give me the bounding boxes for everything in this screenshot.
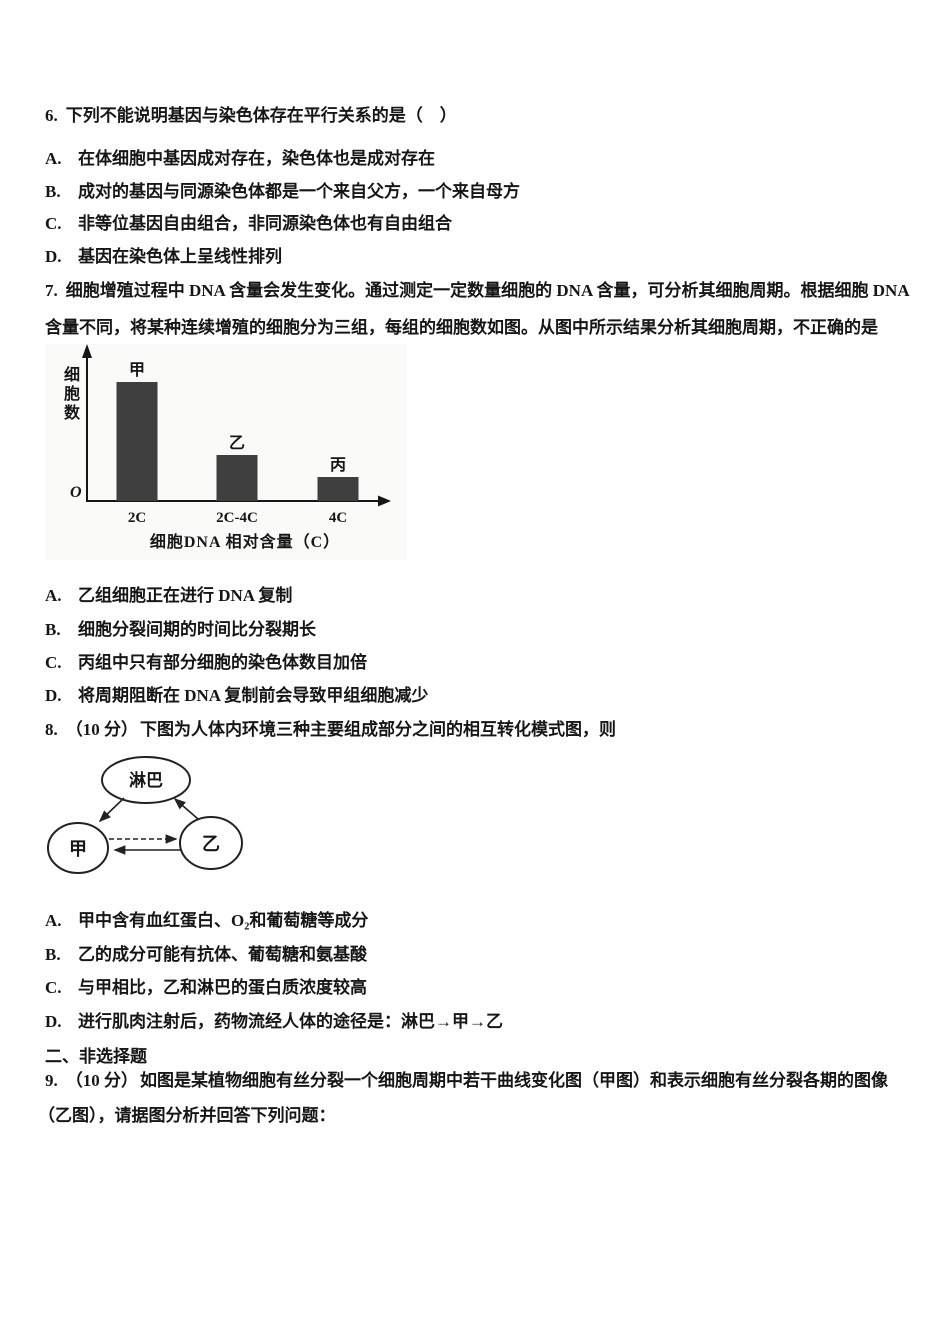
y-axis-arrow-icon bbox=[82, 344, 92, 358]
q7-option-b-label: B. bbox=[45, 620, 61, 639]
q8-option-b-label: B. bbox=[45, 945, 61, 964]
q7-dna-bar-chart: 甲 2C 乙 2C-4C 丙 4C 细胞数 O 细胞DNA 相对含量（C） bbox=[45, 344, 407, 560]
x-tick-label-2: 4C bbox=[329, 510, 347, 526]
bar-label-2: 丙 bbox=[330, 456, 346, 474]
question-9-score: （10 分） bbox=[65, 1071, 138, 1090]
q8-option-c-text: 与甲相比，乙和淋巴的蛋白质浓度较高 bbox=[78, 978, 367, 997]
bar-label-1: 乙 bbox=[229, 435, 245, 452]
q7-option-d-label: D. bbox=[45, 686, 62, 705]
q8-option-a-label: A. bbox=[45, 911, 62, 930]
question-8-score: （10 分） bbox=[65, 720, 138, 739]
q7-option-b: B. 细胞分裂间期的时间比分裂期长 bbox=[45, 615, 316, 640]
q7-option-a-text: 乙组细胞正在进行 DNA 复制 bbox=[78, 586, 293, 605]
q7-option-d: D. 将周期阻断在 DNA 复制前会导致甲组细胞减少 bbox=[45, 681, 428, 706]
chart-canvas: 甲 2C 乙 2C-4C 丙 4C bbox=[82, 344, 391, 526]
q6-option-c-text: 非等位基因自由组合，非同源染色体也有自由组合 bbox=[78, 214, 452, 233]
q8-option-b-text: 乙的成分可能有抗体、葡萄糖和氨基酸 bbox=[78, 945, 367, 964]
q8-option-c: C. 与甲相比，乙和淋巴的蛋白质浓度较高 bbox=[45, 973, 367, 998]
edge-yi-to-lymph-arrow bbox=[173, 797, 199, 820]
bar-label-0: 甲 bbox=[129, 361, 145, 379]
chart-x-axis-caption: 细胞DNA 相对含量（C） bbox=[149, 534, 341, 551]
question-7-stem-line1: 7. 细胞增殖过程中 DNA 含量会发生变化。通过测定一定数量细胞的 DNA 含量… bbox=[45, 276, 910, 301]
bar-1 bbox=[216, 455, 258, 501]
question-9-number: 9. bbox=[45, 1071, 58, 1090]
q6-option-c: C. 非等位基因自由组合，非同源染色体也有自由组合 bbox=[45, 209, 452, 234]
q7-option-c: C. 丙组中只有部分细胞的染色体数目加倍 bbox=[45, 648, 367, 673]
node-lymph-ellipse bbox=[101, 756, 191, 804]
q7-option-d-text: 将周期阻断在 DNA 复制前会导致甲组细胞减少 bbox=[78, 686, 429, 705]
bar-2 bbox=[317, 477, 359, 501]
node-jia-ellipse bbox=[47, 822, 109, 874]
q8-option-a-text: 甲中含有血红蛋白、O₂和葡萄糖等成分 bbox=[78, 911, 369, 930]
q8-option-b: B. 乙的成分可能有抗体、葡萄糖和氨基酸 bbox=[45, 940, 367, 965]
chart-origin-label: O bbox=[70, 484, 82, 501]
question-7-number: 7. bbox=[45, 281, 58, 300]
section-2-title: 二、非选择题 bbox=[45, 1047, 147, 1066]
question-6-stem: 6. 下列不能说明基因与染色体存在平行关系的是（ ） bbox=[45, 101, 457, 126]
q8-option-d: D. 进行肌肉注射后，药物流经人体的途径是：淋巴→甲→乙 bbox=[45, 1007, 503, 1032]
q7-option-a: A. 乙组细胞正在进行 DNA 复制 bbox=[45, 581, 292, 606]
x-axis-arrow-icon bbox=[378, 495, 391, 507]
q7-option-c-label: C. bbox=[45, 653, 62, 672]
x-tick-label-0: 2C bbox=[128, 510, 146, 526]
q7-option-a-label: A. bbox=[45, 586, 62, 605]
question-7-text-line2: 含量不同，将某种连续增殖的细胞分为三组，每组的细胞数如图。从图中所示结果分析其细… bbox=[45, 318, 878, 337]
node-yi-label: 乙 bbox=[202, 834, 220, 854]
question-9-text-line1: 如图是某植物细胞有丝分裂一个细胞周期中若干曲线变化图（甲图）和表示细胞有丝分裂各… bbox=[140, 1071, 888, 1090]
diagram-canvas: 淋巴 甲 乙 bbox=[47, 756, 243, 874]
question-7-stem-line2: 含量不同，将某种连续增殖的细胞分为三组，每组的细胞数如图。从图中所示结果分析其细… bbox=[45, 313, 878, 338]
q7-option-b-text: 细胞分裂间期的时间比分裂期长 bbox=[78, 620, 316, 639]
q6-option-a-text: 在体细胞中基因成对存在，染色体也是成对存在 bbox=[78, 149, 435, 168]
question-8-text: 下图为人体内环境三种主要组成部分之间的相互转化模式图，则 bbox=[140, 720, 616, 739]
q6-option-d-text: 基因在染色体上呈线性排列 bbox=[78, 247, 282, 266]
question-9-text-line2: （乙图），请据图分析并回答下列问题： bbox=[38, 1106, 336, 1125]
x-tick-label-1: 2C-4C bbox=[216, 510, 258, 526]
q6-option-c-label: C. bbox=[45, 214, 62, 233]
question-6-text: 下列不能说明基因与染色体存在平行关系的是（ ） bbox=[65, 106, 457, 125]
question-9-stem-line1: 9. （10 分）如图是某植物细胞有丝分裂一个细胞周期中若干曲线变化图（甲图）和表… bbox=[45, 1066, 888, 1091]
node-yi-ellipse bbox=[179, 816, 243, 870]
q8-option-c-label: C. bbox=[45, 978, 62, 997]
q6-option-b-label: B. bbox=[45, 182, 61, 201]
q6-option-a: A. 在体细胞中基因成对存在，染色体也是成对存在 bbox=[45, 144, 435, 169]
q6-option-d-label: D. bbox=[45, 247, 62, 266]
node-lymph-label: 淋巴 bbox=[129, 770, 163, 790]
edge-lymph-to-jia-arrow bbox=[98, 797, 125, 823]
q8-option-d-label: D. bbox=[45, 1012, 62, 1031]
question-9-stem-line2: （乙图），请据图分析并回答下列问题： bbox=[38, 1101, 336, 1126]
q8-option-a: A. 甲中含有血红蛋白、O₂和葡萄糖等成分 bbox=[45, 906, 368, 931]
question-6-number: 6. bbox=[45, 106, 58, 125]
node-jia-label: 甲 bbox=[69, 839, 87, 859]
q8-internal-environment-diagram: 淋巴 甲 乙 bbox=[45, 752, 273, 889]
question-8-stem: 8. （10 分）下图为人体内环境三种主要组成部分之间的相互转化模式图，则 bbox=[45, 715, 616, 740]
q6-option-a-label: A. bbox=[45, 149, 62, 168]
chart-y-axis-label: 细胞数 bbox=[61, 366, 78, 423]
q6-option-b: B. 成对的基因与同源染色体都是一个来自父方，一个来自母方 bbox=[45, 177, 520, 202]
q7-option-c-text: 丙组中只有部分细胞的染色体数目加倍 bbox=[78, 653, 367, 672]
bar-0 bbox=[116, 382, 158, 501]
q8-option-d-text: 进行肌肉注射后，药物流经人体的途径是：淋巴→甲→乙 bbox=[78, 1012, 503, 1031]
q6-option-d: D. 基因在染色体上呈线性排列 bbox=[45, 242, 282, 267]
question-8-number: 8. bbox=[45, 720, 58, 739]
question-7-text-line1: 细胞增殖过程中 DNA 含量会发生变化。通过测定一定数量细胞的 DNA 含量，可… bbox=[65, 281, 910, 300]
q6-option-b-text: 成对的基因与同源染色体都是一个来自父方，一个来自母方 bbox=[78, 182, 520, 201]
